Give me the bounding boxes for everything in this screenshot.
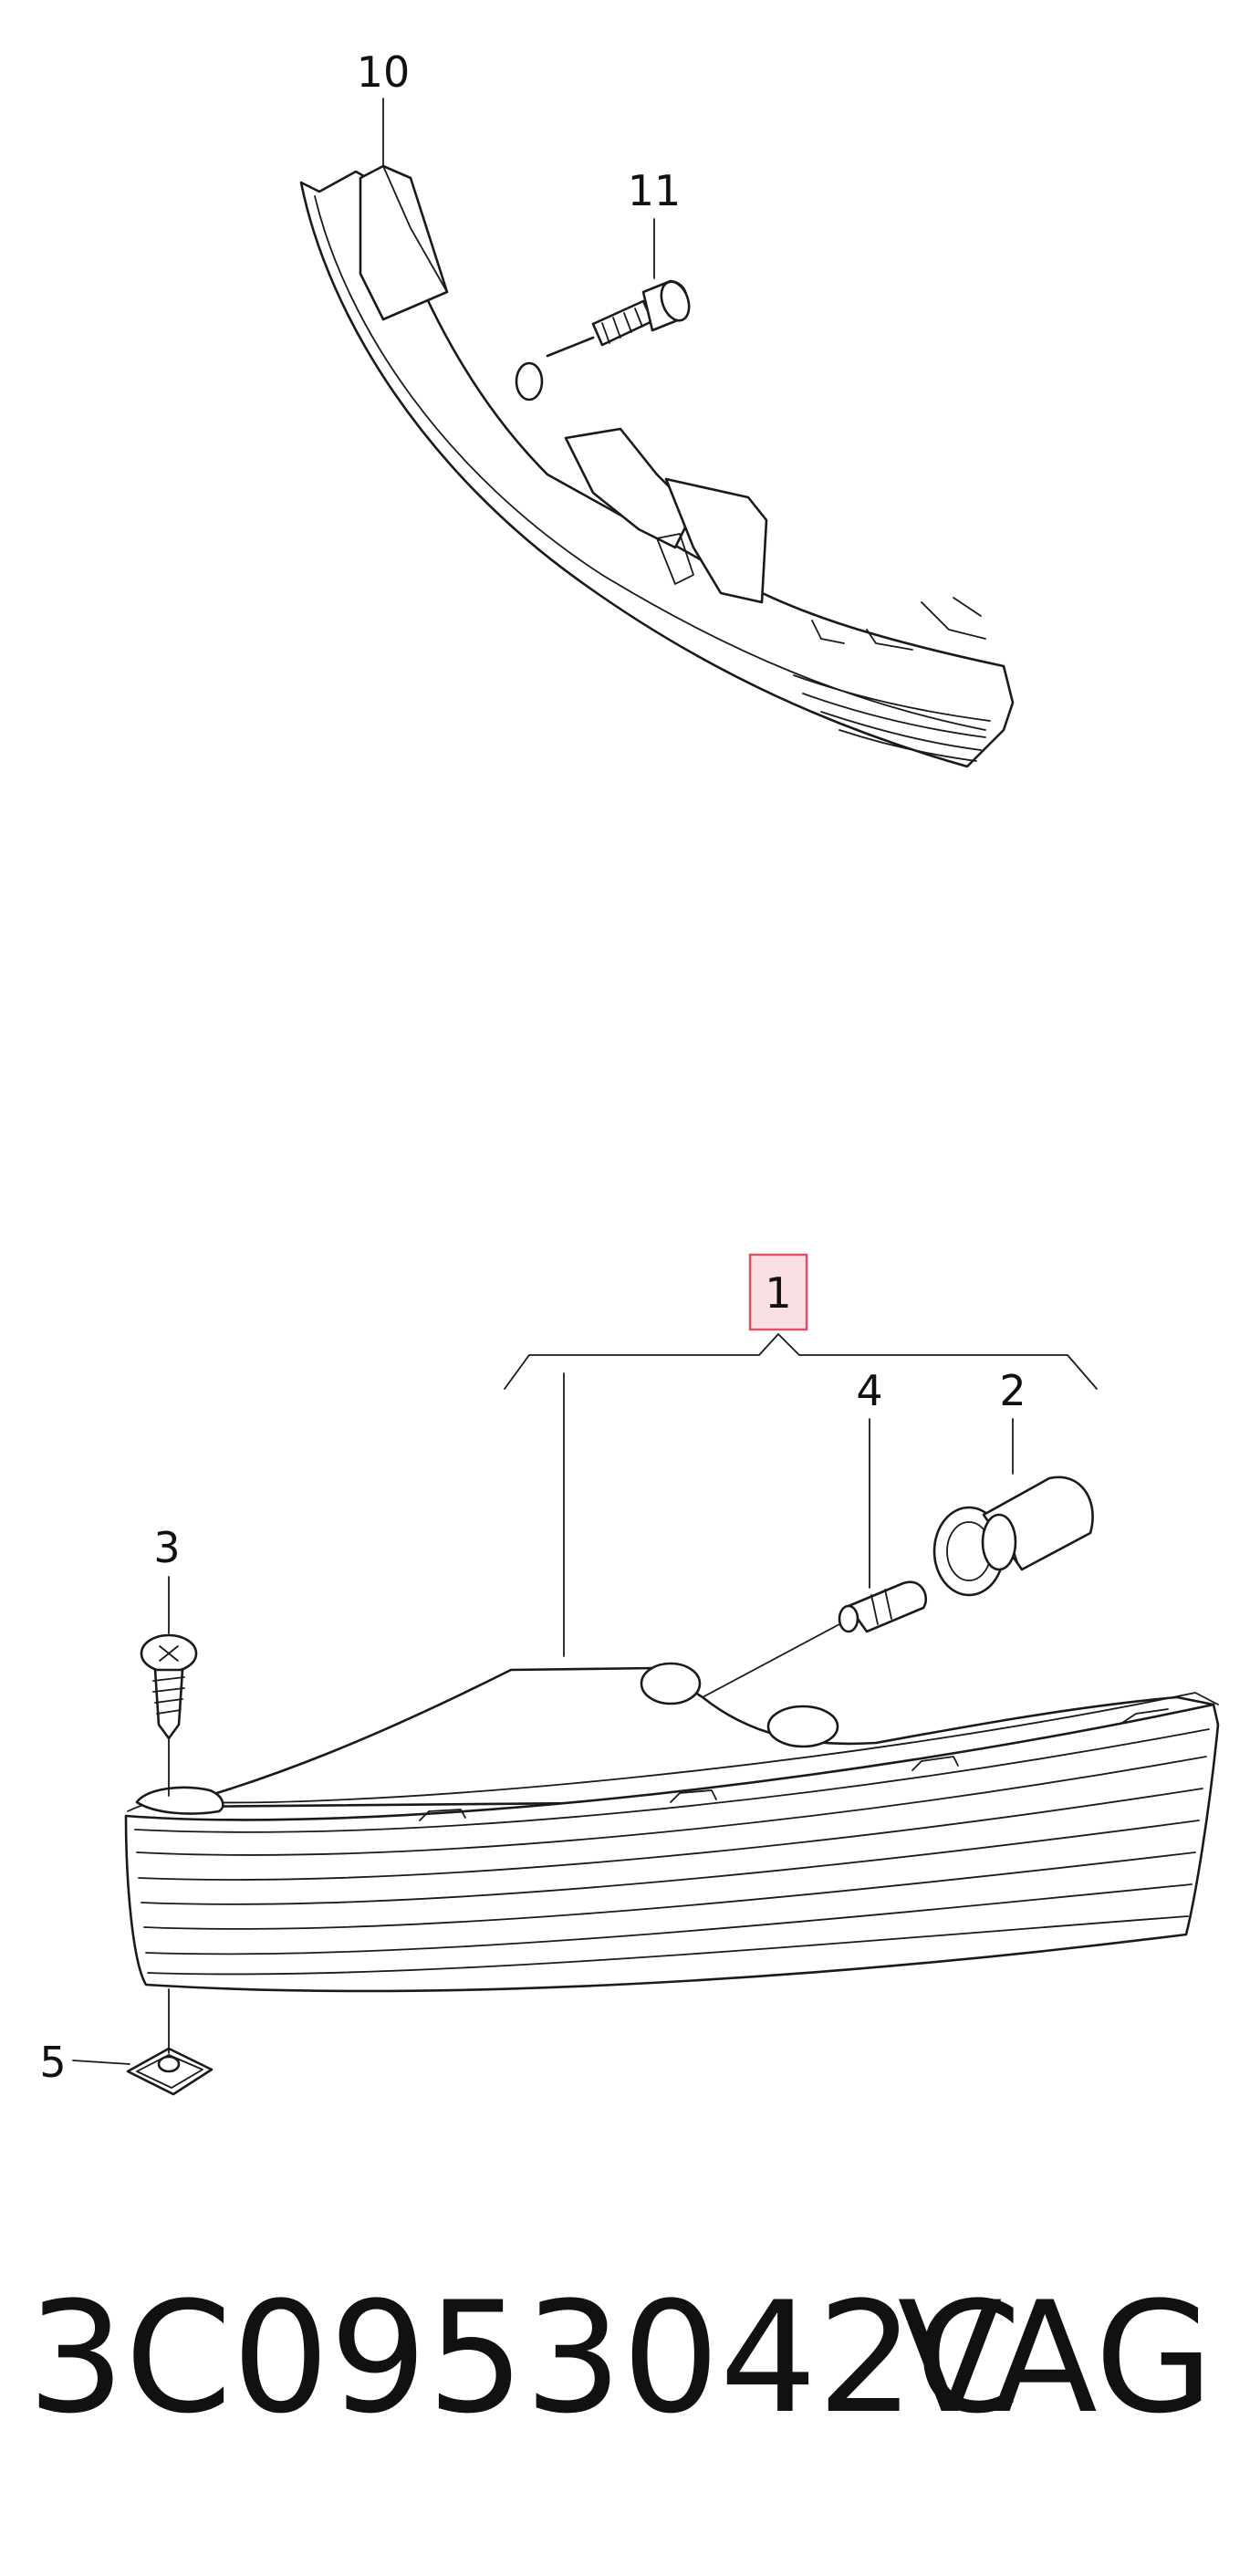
brand-label: VAG	[898, 2268, 1214, 2447]
callout-3: 3	[153, 1523, 180, 1572]
bulb-socket-2	[932, 1476, 1094, 1597]
callout-1: 1	[765, 1268, 791, 1318]
callout-1-highlight	[748, 1253, 808, 1331]
part-number: 3C0953042C	[27, 2268, 1022, 2447]
bulb-4	[702, 1580, 928, 1698]
clip-nut-5	[72, 1988, 214, 2096]
screw-11	[546, 279, 691, 358]
turn-signal-lamp	[124, 1662, 1220, 1993]
mirror-turn-signal-housing	[299, 164, 1015, 768]
callout-10: 10	[357, 47, 411, 97]
group-bracket	[504, 1333, 1098, 1390]
callout-5: 5	[39, 2038, 66, 2087]
callout-2: 2	[999, 1366, 1026, 1415]
screw-3	[140, 1633, 198, 1797]
callout-4: 4	[856, 1366, 882, 1415]
callout-11: 11	[628, 166, 682, 215]
